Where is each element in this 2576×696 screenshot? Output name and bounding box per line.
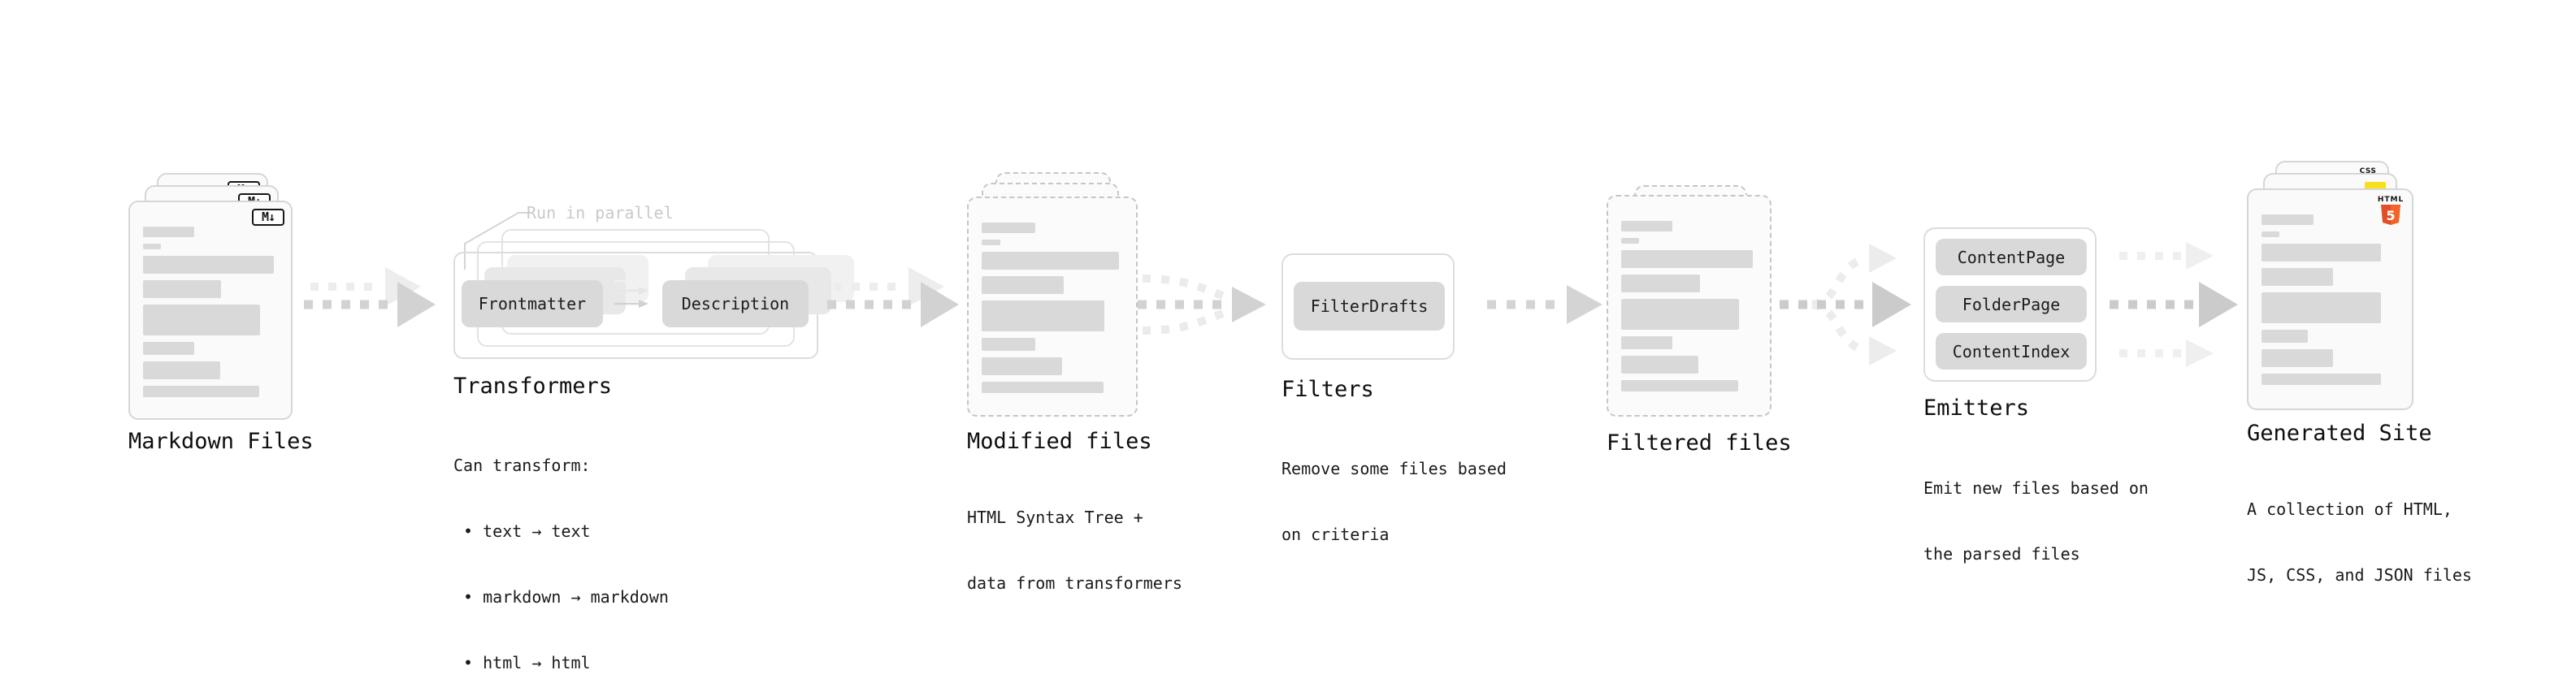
description-line: • text → text xyxy=(453,521,591,541)
node-filters: FilterDrafts xyxy=(1281,253,1455,360)
node-emitters: ContentPage FolderPage ContentIndex xyxy=(1923,227,2097,382)
pill-contentpage: ContentPage xyxy=(1936,239,2087,275)
markdown-files-title: Markdown Files xyxy=(128,429,314,454)
parallel-arrows-icon xyxy=(614,277,648,308)
diagram-canvas: { "colors": { "html5_orange": "#e44d26",… xyxy=(128,161,2472,672)
flow-arrow-markdown-to-transformers-icon xyxy=(304,267,436,327)
flow-arrow-filters-to-filtered-icon xyxy=(1487,285,1602,324)
generated-site-description: A collection of HTML, JS, CSS, and JSON … xyxy=(2247,455,2472,608)
description-line: • html → html xyxy=(453,653,591,672)
transformers-title: Transformers xyxy=(453,374,613,399)
placeholder-text-lines xyxy=(130,202,291,397)
placeholder-text-lines xyxy=(1608,197,1770,391)
flow-arrow-modified-to-filters-icon xyxy=(1138,275,1266,335)
description-line: the parsed files xyxy=(1923,544,2080,564)
placeholder-text-lines xyxy=(2249,190,2412,385)
flow-arrow-filtered-to-emitters-icon xyxy=(1780,244,1911,365)
description-line: Can transform: xyxy=(453,456,591,475)
filters-description: Remove some files based on criteria xyxy=(1281,414,1507,568)
node-modified-files xyxy=(967,172,1138,417)
pill-frontmatter: Frontmatter xyxy=(462,280,603,327)
node-generated-site: CSS HTML 5 xyxy=(2247,161,2413,410)
description-line: data from transformers xyxy=(967,573,1182,593)
modified-files-title: Modified files xyxy=(967,429,1152,454)
file-card-front xyxy=(967,197,1138,417)
run-in-parallel-label: Run in parallel xyxy=(527,203,674,223)
placeholder-text-lines xyxy=(969,198,1136,393)
description-line: Emit new files based on xyxy=(1923,478,2149,498)
filters-title: Filters xyxy=(1281,377,1374,402)
modified-files-description: HTML Syntax Tree + data from transformer… xyxy=(967,463,1182,616)
pill-filterdrafts: FilterDrafts xyxy=(1294,282,1445,331)
node-transformers: Run in parallel Frontmatter Description xyxy=(453,195,854,365)
description-line: HTML Syntax Tree + xyxy=(967,508,1143,527)
file-card-front: HTML 5 xyxy=(2247,188,2413,410)
file-card-front: M↓ xyxy=(128,201,293,420)
transformers-description: Can transform: • text → text • markdown … xyxy=(453,411,669,696)
flow-arrow-transformers-to-modified-icon xyxy=(827,267,959,327)
description-line: JS, CSS, and JSON files xyxy=(2247,565,2472,585)
markdown-icon: M↓ xyxy=(252,209,284,226)
emitters-description: Emit new files based on the parsed files xyxy=(1923,434,2149,587)
filtered-files-title: Filtered files xyxy=(1607,430,1792,456)
html5-logo-icon: HTML 5 xyxy=(2378,196,2404,225)
emitters-title: Emitters xyxy=(1923,396,2030,421)
pill-folderpage: FolderPage xyxy=(1936,286,2087,322)
description-line: Remove some files based xyxy=(1281,459,1507,478)
svg-text:HTML: HTML xyxy=(2378,196,2404,204)
svg-text:5: 5 xyxy=(2386,208,2395,223)
file-card-front xyxy=(1607,195,1772,417)
node-filtered-files xyxy=(1607,185,1772,417)
node-markdown-files: M↓ M↓ M↓ xyxy=(128,173,293,420)
flow-arrow-emitters-to-generated-icon xyxy=(2110,242,2238,367)
description-line: • markdown → markdown xyxy=(453,587,669,607)
pill-description: Description xyxy=(662,280,809,327)
pill-contentindex: ContentIndex xyxy=(1936,333,2087,370)
description-line: A collection of HTML, xyxy=(2247,499,2452,519)
parallel-connector-line xyxy=(464,212,528,270)
description-line: on criteria xyxy=(1281,525,1390,544)
generated-site-title: Generated Site xyxy=(2247,421,2432,446)
